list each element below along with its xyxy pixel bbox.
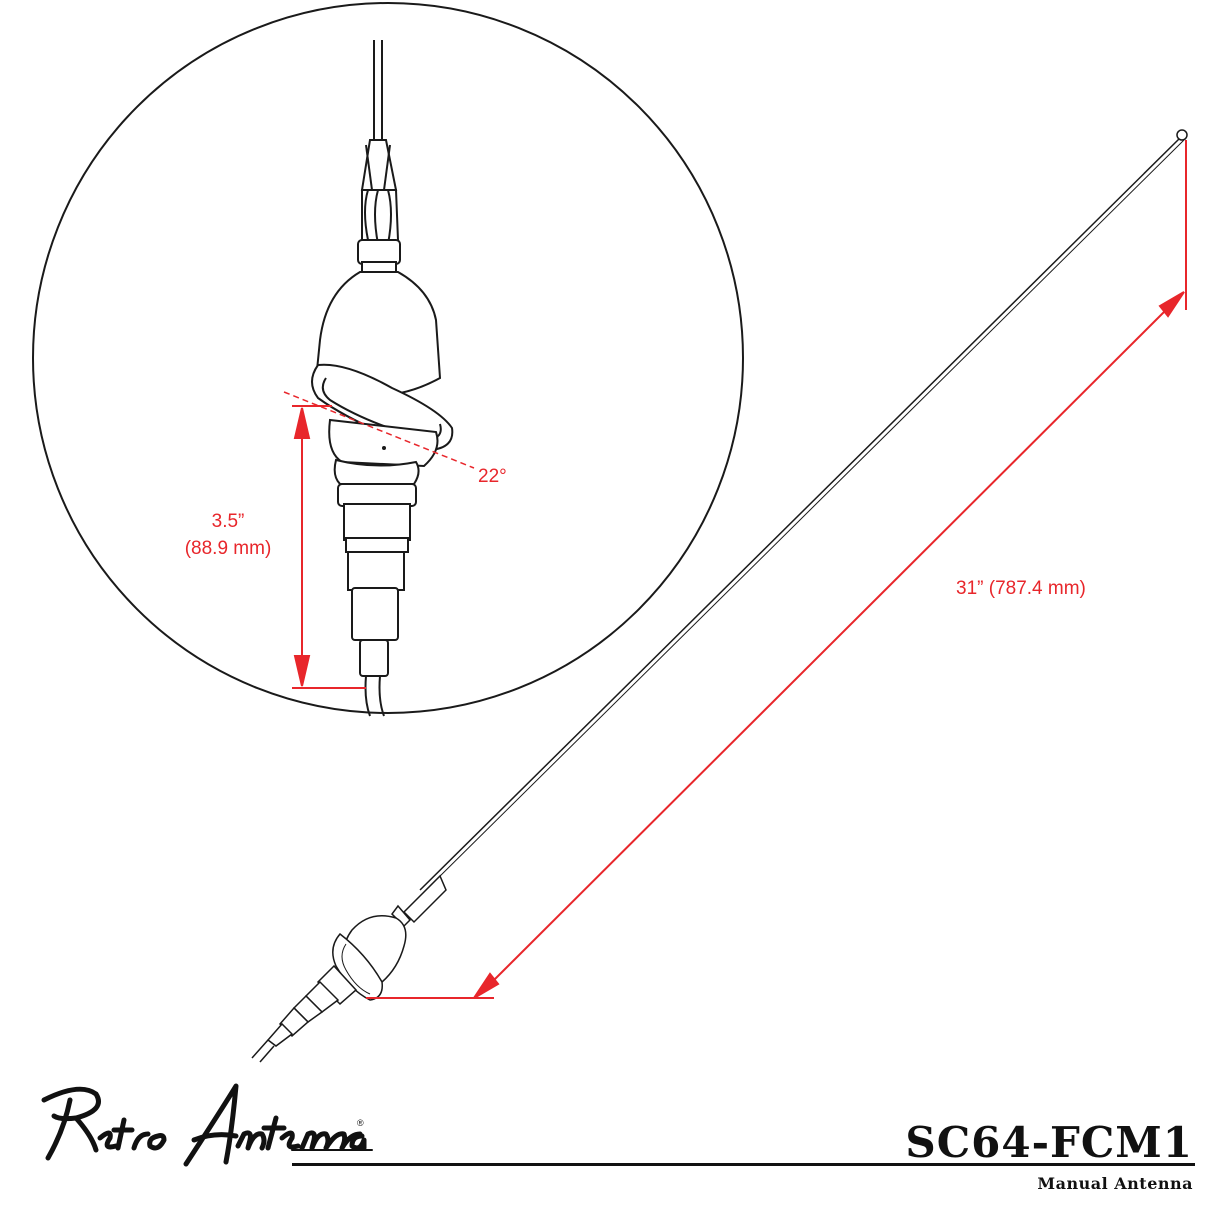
detail-cable	[364, 675, 385, 717]
detail-ball-mount	[328, 418, 439, 468]
product-code: SC64-FCM1	[905, 1118, 1193, 1167]
product-description: Manual Antenna	[1037, 1174, 1193, 1193]
antenna-nut-stack	[266, 964, 358, 1047]
brand-logo	[22, 1080, 382, 1170]
height-dimension	[292, 405, 366, 689]
antenna-swivel-ring	[332, 932, 383, 1001]
length-dimension-label: 31” (787.4 mm)	[956, 578, 1086, 599]
brand-logo-graphic	[41, 1083, 373, 1167]
footer-rule	[292, 1163, 1195, 1166]
mast-rod	[419, 137, 1181, 891]
detail-swivel-ring	[311, 363, 454, 452]
detail-nut-stack	[333, 458, 420, 677]
detail-collet	[357, 139, 401, 277]
angle-label: 22°	[478, 466, 507, 487]
detail-view	[32, 2, 744, 717]
angle-reference-line	[283, 391, 475, 469]
height-mm: (88.9 mm)	[184, 538, 272, 559]
full-antenna	[251, 129, 1188, 1063]
height-dimension-label: 3.5” (88.9 mm)	[168, 508, 288, 562]
length-dimension	[366, 140, 1187, 999]
mast-rod-edge	[429, 139, 1185, 887]
height-inches: 3.5”	[211, 511, 245, 532]
detail-ball-dot	[382, 446, 386, 450]
antenna-cable	[251, 1039, 275, 1063]
mast-collet	[391, 874, 447, 928]
mast-tip-ball	[1176, 129, 1188, 141]
detail-circle	[32, 2, 744, 714]
antenna-swivel-inner	[341, 943, 371, 995]
registered-mark: ®	[357, 1118, 364, 1128]
